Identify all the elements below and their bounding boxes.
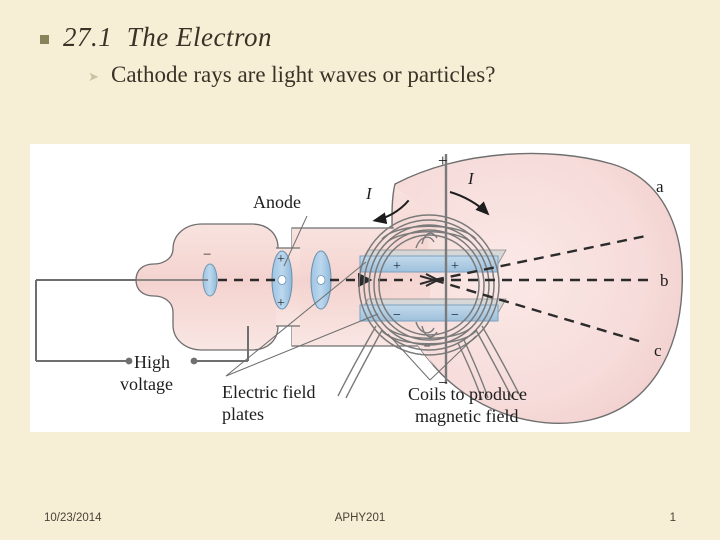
subtitle-bullet-row: ➤ Cathode rays are light waves or partic… bbox=[88, 62, 495, 88]
electric-field-plates-label-line1: Electric field bbox=[222, 382, 315, 402]
footer-date: 10/23/2014 bbox=[44, 512, 102, 524]
current-arrow-right: I bbox=[449, 169, 490, 216]
current-label-left: I bbox=[365, 184, 373, 203]
plate-bottom-right-sign: − bbox=[451, 308, 459, 323]
high-voltage-label-line1: High bbox=[134, 352, 170, 372]
current-label-right: I bbox=[467, 169, 475, 188]
plate-bottom-left-sign: − bbox=[393, 308, 401, 323]
subtitle-text: Cathode rays are light waves or particle… bbox=[111, 62, 496, 87]
page-title: 27.1 The Electron bbox=[63, 22, 272, 52]
electric-field-plate-bottom bbox=[359, 298, 507, 322]
coil-crossover-top bbox=[381, 225, 477, 249]
electric-field-plates-leaders bbox=[225, 261, 379, 377]
coil-crossover-bottom bbox=[381, 321, 477, 345]
title-bullet-row: 27.1 The Electron bbox=[40, 22, 272, 53]
screen-point-c-label: c bbox=[654, 341, 662, 360]
coil-terminal-top-sign: + bbox=[438, 151, 448, 170]
electric-field-plate-top bbox=[359, 249, 507, 273]
plate-top-right-sign: + bbox=[451, 259, 459, 274]
screen-bulb bbox=[391, 152, 684, 424]
anode-sign-top-label: + bbox=[277, 252, 285, 267]
plate-top-left-sign: + bbox=[393, 259, 401, 274]
screen-point-a-label: a bbox=[656, 177, 664, 196]
arrow-bullet-icon: ➤ bbox=[88, 69, 99, 84]
footer-page-number: 1 bbox=[669, 512, 676, 524]
square-bullet-icon bbox=[40, 35, 49, 44]
current-arrow-left: I bbox=[365, 184, 410, 225]
beam-convergence-marks bbox=[419, 273, 441, 287]
cathode-sign-label: − bbox=[203, 247, 211, 263]
anode-label: Anode bbox=[253, 192, 301, 212]
electric-field-plates-label-line2: plates bbox=[222, 404, 264, 424]
magnetic-field-coils bbox=[358, 214, 500, 356]
coils-leaders bbox=[387, 333, 477, 381]
anode-disc-second bbox=[310, 250, 332, 310]
anode-leader-line bbox=[283, 215, 308, 267]
high-voltage-label-line2: voltage bbox=[120, 374, 173, 394]
coil-terminal-bottom-sign: − bbox=[438, 373, 448, 392]
screen-point-b-label: b bbox=[660, 271, 669, 290]
terminal-dot-left bbox=[125, 357, 133, 365]
deflected-beam-paths bbox=[433, 234, 652, 344]
figure-panel: − + + bbox=[30, 144, 690, 432]
coils-label-line1: Coils to produce bbox=[408, 384, 527, 404]
high-voltage-circuit bbox=[35, 279, 249, 362]
footer-course: APHY201 bbox=[334, 512, 386, 524]
anode-sign-bottom-label: + bbox=[277, 296, 285, 311]
coils-label-line2: magnetic field bbox=[415, 406, 518, 426]
terminal-dot-right bbox=[190, 357, 198, 365]
cathode-ray-tube-diagram: − + + bbox=[35, 151, 684, 426]
